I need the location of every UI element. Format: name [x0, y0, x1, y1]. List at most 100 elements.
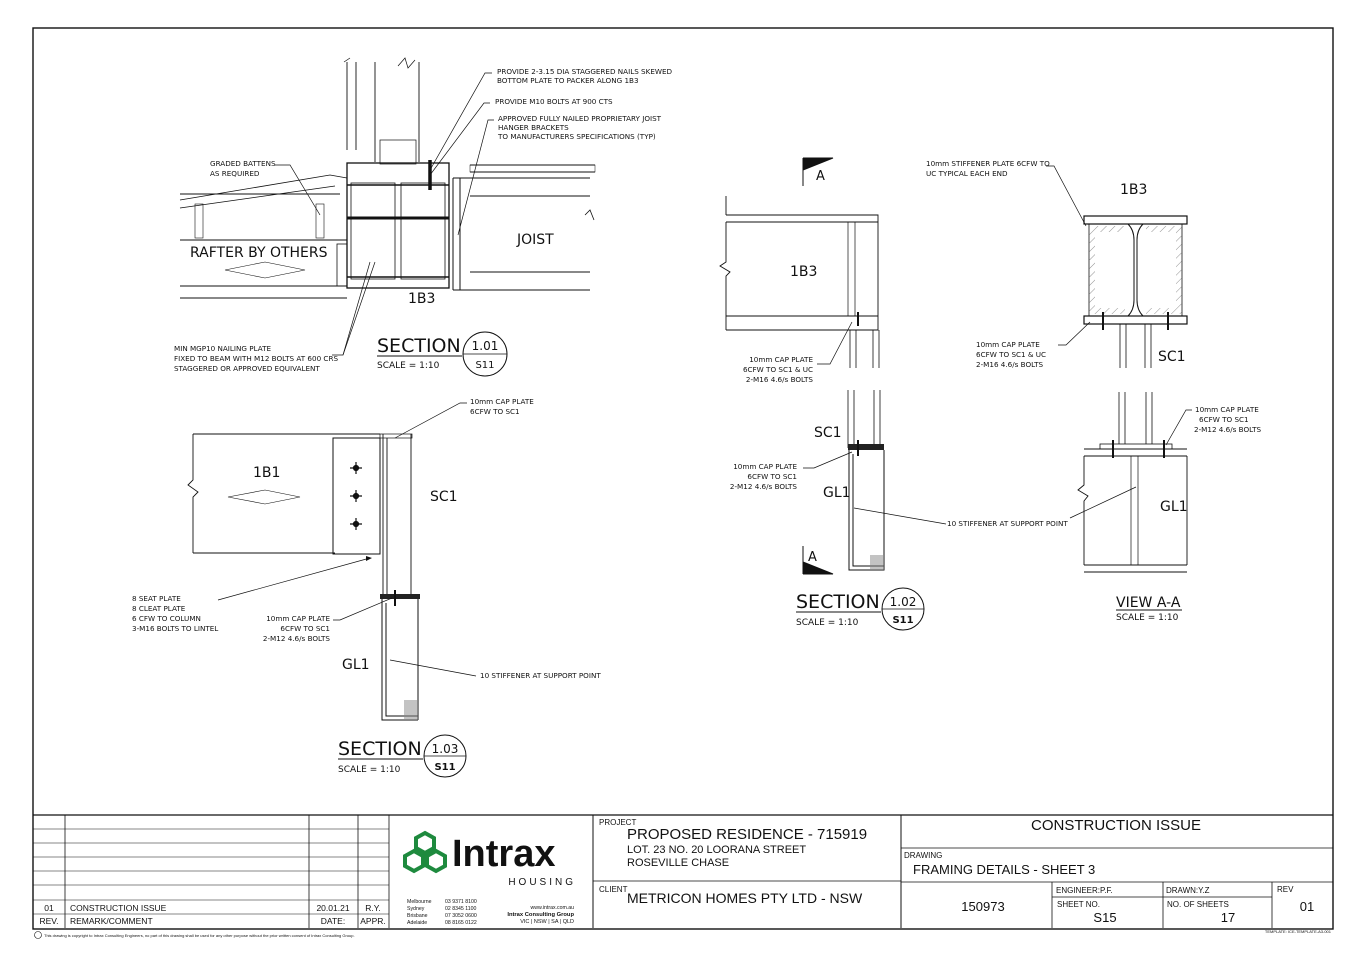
project-label: PROJECT [599, 818, 636, 827]
revision-table [33, 815, 390, 928]
section-number: 1.02 [890, 595, 917, 609]
note-cap-plate-1: 10mm CAP PLATE [470, 397, 534, 406]
note-cap-plate-b1: 10mm CAP PLATE [266, 614, 330, 623]
note-cap-plate-e1: 10mm CAP PLATE [976, 340, 1040, 349]
note-cap-plate-c1: 10mm CAP PLATE [749, 355, 813, 364]
rev-header-remark: REMARK/COMMENT [70, 916, 153, 926]
logo-name: Intrax [452, 833, 555, 875]
section-1-02-title: SECTION SCALE = 1:10 1.02 S11 [796, 587, 925, 631]
section-sheet: S11 [475, 360, 494, 371]
rev-header-date: DATE: [321, 916, 345, 926]
note-stiffener-b: 10 STIFFENER AT SUPPORT POINT [947, 519, 1068, 528]
note-nails: PROVIDE 2-3.15 DIA STAGGERED NAILS SKEWE… [497, 67, 673, 76]
label-gl1-c: GL1 [1160, 499, 1188, 515]
view-word: VIEW A-A [1116, 595, 1181, 611]
phone-1: 03 9371 8100 [445, 899, 477, 905]
label-1b1: 1B1 [253, 465, 280, 481]
section-scale: SCALE = 1:10 [338, 765, 401, 775]
office-3: Brisbane [407, 913, 428, 919]
title-block [33, 814, 1333, 928]
note-bolts-lintel: 3-M16 BOLTS TO LINTEL [132, 624, 218, 633]
view-scale: SCALE = 1:10 [1116, 613, 1179, 623]
note-cap-plate-d2: 6CFW TO SC1 [747, 472, 797, 481]
drawn-by: DRAWN:Y.Z [1166, 886, 1210, 895]
label-1b3: 1B3 [408, 291, 435, 307]
label-sc1-c: SC1 [1158, 349, 1186, 365]
section-word: SECTION [377, 335, 461, 357]
logo-states: VIC | NSW | SA | QLD [520, 919, 574, 925]
label-1b3-b: 1B3 [790, 264, 817, 280]
job-number: 150973 [961, 899, 1004, 914]
section-sheet: S11 [892, 615, 913, 626]
section-1-01-drawing [179, 57, 596, 356]
note-hanger-2: HANGER BRACKETS [498, 123, 569, 132]
issue-status: CONSTRUCTION ISSUE [1031, 817, 1201, 834]
note-hanger-1: APPROVED FULLY NAILED PROPRIETARY JOIST [498, 114, 662, 123]
note-nails-2: BOTTOM PLATE TO PACKER ALONG 1B3 [497, 76, 639, 85]
rev-number: 01 [1300, 899, 1314, 914]
label-joist: JOIST [516, 232, 554, 248]
note-cap-plate-c3: 2-M16 4.6/s BOLTS [746, 375, 814, 384]
note-cap-plate-d1: 10mm CAP PLATE [733, 462, 797, 471]
note-battens-1: GRADED BATTENS [210, 159, 276, 168]
sheet-no: S15 [1093, 910, 1116, 925]
no-sheets-label: NO. OF SHEETS [1167, 900, 1229, 909]
office-1: Melbourne [407, 899, 432, 905]
note-cap-plate-f1: 10mm CAP PLATE [1195, 405, 1259, 414]
label-sc1-b: SC1 [814, 425, 842, 441]
note-cap-plate-e2: 6CFW TO SC1 & UC [976, 350, 1046, 359]
section-number: 1.01 [472, 339, 499, 353]
project-address-1: LOT. 23 NO. 20 LOORANA STREET [627, 844, 806, 856]
note-m10-bolts: PROVIDE M10 BOLTS AT 900 CTS [495, 97, 613, 106]
copyright-note: This drawing is copyright to Intrax Cons… [44, 933, 355, 938]
section-scale: SCALE = 1:10 [377, 361, 440, 371]
note-nailing-plate-1: MIN MGP10 NAILING PLATE [174, 344, 272, 353]
section-scale: SCALE = 1:10 [796, 618, 859, 628]
section-1-03-title: SECTION SCALE = 1:10 1.03 S11 [338, 734, 467, 778]
note-cleat-plate: 8 CLEAT PLATE [132, 604, 186, 613]
logo-subtitle: HOUSING [508, 877, 576, 888]
section-1-02-drawing [719, 157, 947, 575]
client-name: METRICON HOMES PTY LTD - NSW [627, 890, 863, 906]
section-word: SECTION [338, 738, 422, 760]
note-stiffener-plate-2: UC TYPICAL EACH END [926, 169, 1008, 178]
project-address-2: ROSEVILLE CHASE [627, 857, 729, 869]
note-nailing-plate-2: FIXED TO BEAM WITH M12 BOLTS AT 600 CRS [174, 354, 338, 363]
drawing-title: FRAMING DETAILS - SHEET 3 [913, 862, 1095, 877]
note-hanger-3: TO MANUFACTURERS SPECIFICATIONS (TYP) [497, 132, 656, 141]
label-gl1: GL1 [342, 657, 370, 673]
note-cap-plate-d3: 2-M12 4.6/s BOLTS [730, 482, 798, 491]
sheet-border [32, 27, 1334, 930]
office-2: Sydney [407, 906, 425, 912]
office-4: Adelaide [407, 920, 427, 926]
sheet-no-label: SHEET NO. [1057, 900, 1100, 909]
rev-row-appr: R.Y. [365, 903, 380, 913]
template-ref: TEMPLATE: ICE-TEMPLATE-A3-001 [1265, 929, 1332, 934]
note-stiffener: 10 STIFFENER AT SUPPORT POINT [480, 671, 601, 680]
rev-row-number: 01 [44, 903, 54, 913]
phone-2: 02 8345 1100 [445, 906, 476, 912]
section-sheet: S11 [434, 762, 455, 773]
phone-4: 08 8165 0122 [445, 920, 477, 926]
bolt-symbols [350, 462, 362, 530]
client-label: CLIENT [599, 885, 628, 894]
view-a-a-title: VIEW A-A SCALE = 1:10 [1116, 595, 1182, 623]
drawing-label: DRAWING [904, 851, 942, 860]
note-seat-plate: 8 SEAT PLATE [132, 594, 181, 603]
note-cfw-column: 6 CFW TO COLUMN [132, 614, 201, 623]
note-cap-plate-f3: 2-M12 4.6/s BOLTS [1194, 425, 1262, 434]
intrax-logo: Intrax HOUSING Melbourne Sydney Brisbane… [403, 830, 576, 926]
engineer: ENGINEER:P.F. [1056, 886, 1113, 895]
note-cap-plate-b3: 2-M12 4.6/s BOLTS [263, 634, 331, 643]
rev-row-date: 20.01.21 [316, 903, 349, 913]
section-word: SECTION [796, 591, 880, 613]
note-cap-plate-b2: 6CFW TO SC1 [280, 624, 330, 633]
label-gl1-b: GL1 [823, 485, 851, 501]
note-stiffener-plate-1: 10mm STIFFENER PLATE 6CFW TO [926, 159, 1050, 168]
section-1-01-title: SECTION SCALE = 1:10 1.01 S11 [377, 331, 508, 377]
logo-group: Intrax Consulting Group [507, 912, 574, 918]
note-battens-2: AS REQUIRED [210, 169, 260, 178]
no-sheets: 17 [1221, 910, 1235, 925]
note-cap-plate-c2: 6CFW TO SC1 & UC [743, 365, 813, 374]
